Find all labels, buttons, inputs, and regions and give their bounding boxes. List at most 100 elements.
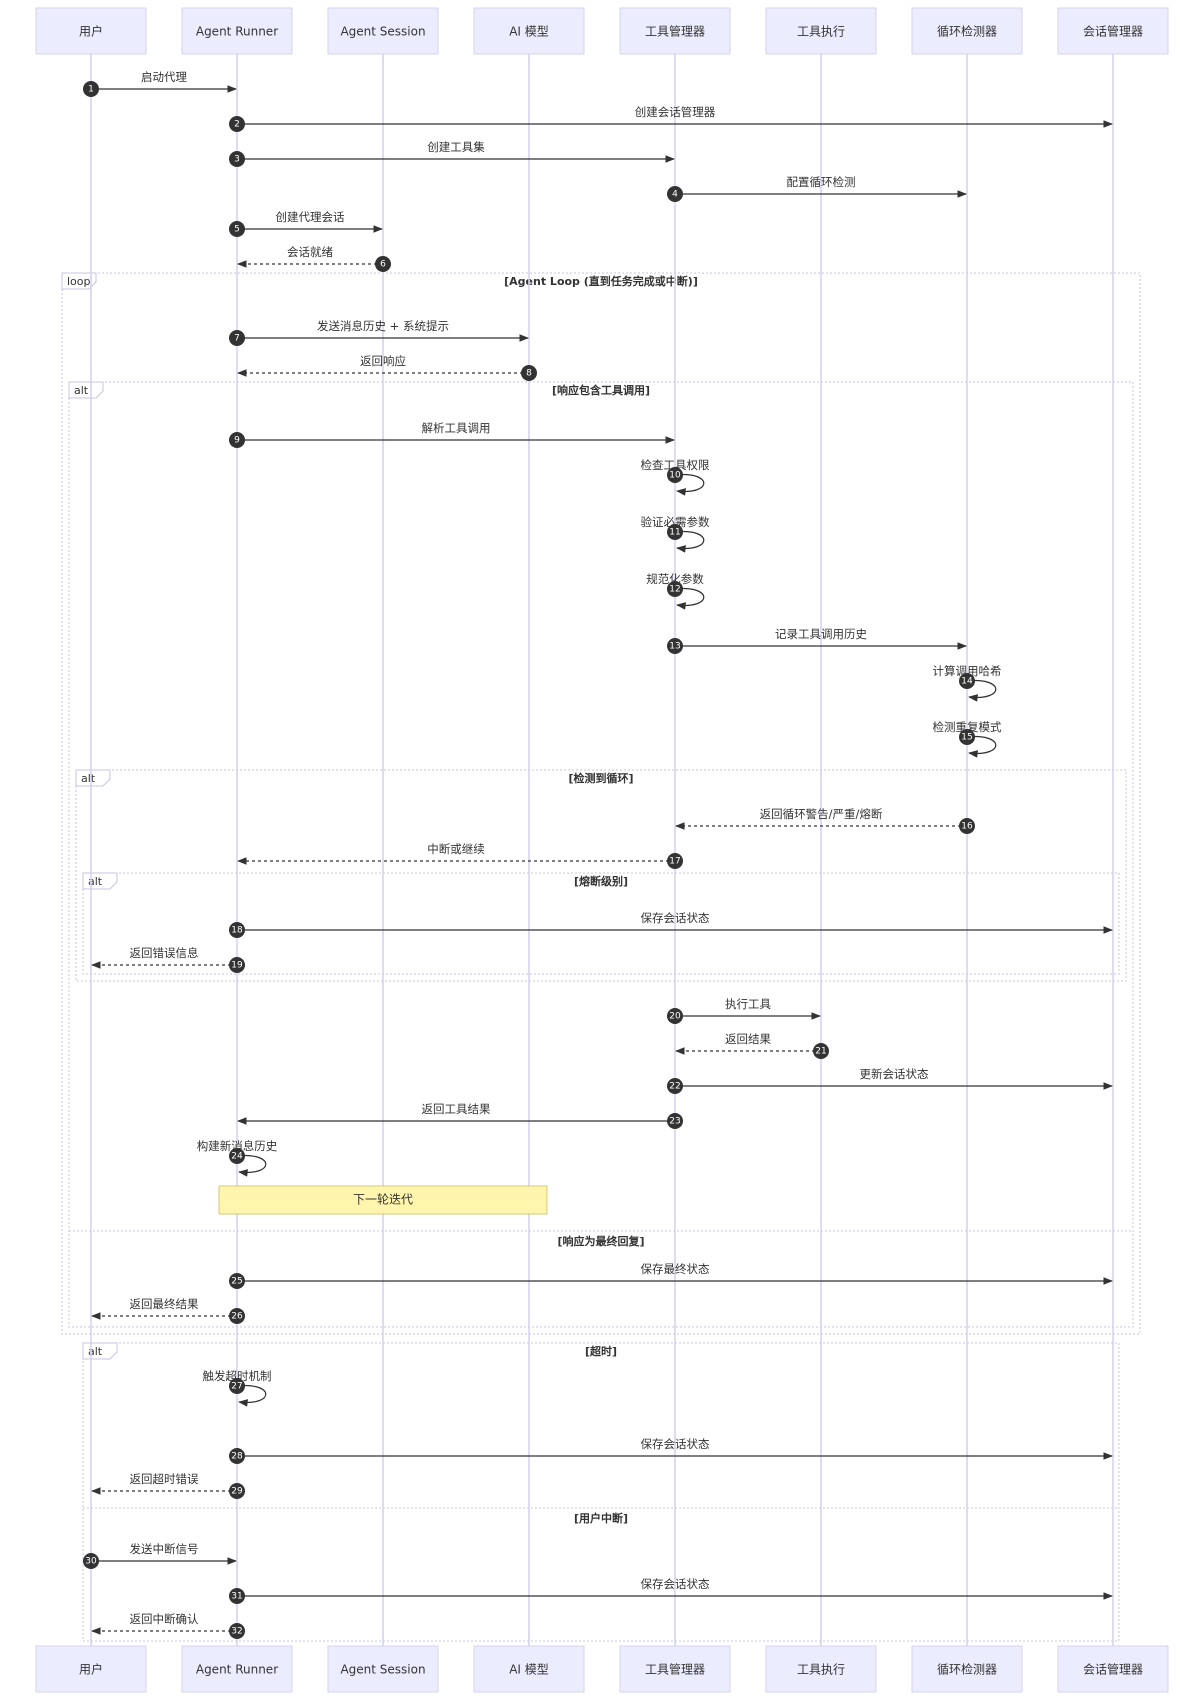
svg-text:22: 22	[669, 1082, 680, 1092]
participant-label: 循环检测器	[937, 24, 997, 39]
svg-text:18: 18	[231, 926, 243, 936]
svg-text:25: 25	[231, 1277, 242, 1287]
message-label: 返回工具结果	[422, 1102, 491, 1116]
message-label: 中断或继续	[427, 842, 485, 856]
sequence-number-badge: 12	[667, 581, 683, 597]
svg-text:31: 31	[231, 1592, 242, 1602]
fragment-condition: [超时]	[585, 1344, 617, 1358]
svg-text:30: 30	[85, 1557, 97, 1567]
svg-text:23: 23	[669, 1117, 680, 1127]
sequence-number-badge: 26	[229, 1308, 245, 1324]
sequence-number-badge: 28	[229, 1448, 245, 1464]
svg-text:7: 7	[234, 334, 240, 344]
svg-text:10: 10	[669, 471, 681, 481]
fragment-condition: [检测到循环]	[568, 771, 633, 785]
sequence-number-badge: 5	[229, 221, 245, 237]
sequence-number-badge: 29	[229, 1483, 245, 1499]
participant-label: 工具管理器	[645, 24, 705, 39]
sequence-number-badge: 3	[229, 151, 245, 167]
participant-label: Agent Session	[340, 1663, 425, 1677]
participant-label: 用户	[79, 1662, 103, 1677]
participant-sessmgr-top: 会话管理器	[1057, 7, 1169, 55]
participant-label: 工具执行	[797, 1663, 845, 1677]
participant-label: AI 模型	[509, 25, 549, 39]
svg-text:3: 3	[234, 155, 240, 165]
participant-toolmgr-bottom: 工具管理器	[619, 1645, 731, 1693]
message-label: 计算调用哈希	[933, 664, 1002, 678]
svg-text:12: 12	[669, 585, 680, 595]
fragment-condition: [熔断级别]	[574, 874, 628, 888]
sequence-number-badge: 27	[229, 1378, 245, 1394]
alt-fragment: alt [响应包含工具调用] [响应为最终回复]	[68, 381, 1134, 1328]
message-3: 创建工具集 3	[229, 140, 675, 167]
svg-text:21: 21	[815, 1047, 826, 1057]
fragment-kind-label: alt	[88, 875, 103, 888]
sequence-number-badge: 6	[375, 256, 391, 272]
message-17: 中断或继续 17	[237, 842, 683, 869]
svg-text:15: 15	[961, 733, 972, 743]
svg-text:16: 16	[961, 822, 973, 832]
sequence-number-badge: 24	[229, 1148, 245, 1164]
sequence-number-badge: 22	[667, 1078, 683, 1094]
sequence-number-badge: 11	[667, 524, 683, 540]
sequence-number-badge: 31	[229, 1588, 245, 1604]
message-label: 返回循环警告/严重/熔断	[760, 807, 883, 821]
note-next-iteration: 下一轮迭代	[218, 1185, 548, 1215]
message-label: 检测重复模式	[933, 720, 1002, 734]
participant-label: 工具管理器	[645, 1662, 705, 1677]
message-label: 记录工具调用历史	[775, 627, 867, 641]
sequence-number-badge: 23	[667, 1113, 683, 1129]
svg-text:2: 2	[234, 120, 240, 130]
svg-text:6: 6	[380, 260, 386, 270]
participant-label: 会话管理器	[1083, 24, 1143, 39]
participant-sessmgr-bottom: 会话管理器	[1057, 1645, 1169, 1693]
participant-toolexec-top: 工具执行	[765, 7, 877, 55]
svg-text:14: 14	[961, 677, 973, 687]
message-label: 配置循环检测	[787, 175, 856, 189]
participant-model-top: AI 模型	[473, 7, 585, 55]
svg-text:29: 29	[231, 1487, 243, 1497]
message-label: 创建工具集	[427, 140, 485, 154]
sequence-number-badge: 19	[229, 957, 245, 973]
sequence-number-badge: 21	[813, 1043, 829, 1059]
message-label: 返回响应	[360, 354, 406, 368]
svg-text:11: 11	[669, 528, 680, 538]
svg-text:32: 32	[231, 1627, 242, 1637]
message-label: 返回错误信息	[130, 946, 199, 960]
svg-text:5: 5	[234, 225, 240, 235]
fragment-else-condition: [响应为最终回复]	[557, 1234, 644, 1248]
participant-label: Agent Runner	[196, 25, 278, 39]
participant-model-bottom: AI 模型	[473, 1645, 585, 1693]
message-label: 构建新消息历史	[197, 1139, 278, 1153]
sequence-number-badge: 14	[959, 673, 975, 689]
sequence-number-badge: 10	[667, 467, 683, 483]
participant-runner-bottom: Agent Runner	[181, 1645, 293, 1693]
sequence-number-badge: 4	[667, 186, 683, 202]
message-label: 验证必需参数	[641, 515, 710, 529]
sequence-number-badge: 32	[229, 1623, 245, 1639]
alt-fragment: alt [检测到循环]	[75, 769, 1127, 982]
message-label: 启动代理	[141, 70, 187, 84]
message-label: 执行工具	[725, 997, 771, 1011]
fragment-condition: [响应包含工具调用]	[552, 383, 650, 397]
participant-label: Agent Session	[340, 25, 425, 39]
message-label: 触发超时机制	[203, 1369, 272, 1383]
sequence-number-badge: 17	[667, 853, 683, 869]
svg-text:28: 28	[231, 1452, 243, 1462]
participant-toolexec-bottom: 工具执行	[765, 1645, 877, 1693]
sequence-number-badge: 9	[229, 432, 245, 448]
message-23: 返回工具结果 23	[237, 1102, 683, 1129]
sequence-number-badge: 20	[667, 1008, 683, 1024]
